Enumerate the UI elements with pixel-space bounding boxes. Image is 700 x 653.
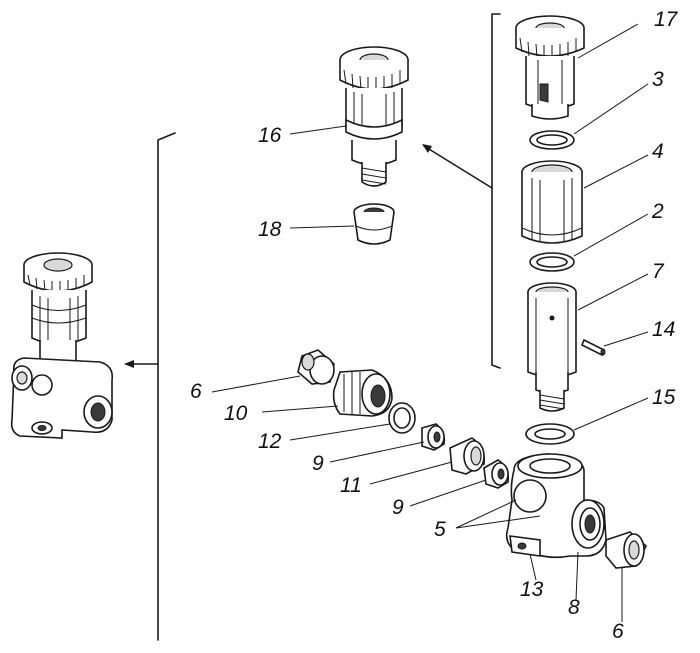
callout-8: 8 — [568, 596, 580, 619]
callout-14: 14 — [652, 318, 675, 341]
part-14-pin — [580, 338, 606, 357]
callout-13: 13 — [520, 578, 544, 601]
right-bracket — [422, 13, 501, 369]
part-6-cap-lower — [605, 531, 647, 569]
callout-6-lower: 6 — [612, 620, 624, 643]
part-12-gasket — [388, 402, 416, 434]
part-11-bushing — [449, 437, 486, 475]
part-15-washer — [525, 423, 575, 445]
part-16-knob-assembly — [339, 46, 409, 187]
part-9-fitting-lower — [483, 459, 510, 489]
callout-16: 16 — [258, 124, 282, 147]
part-6-cap-upper — [297, 349, 335, 385]
part-2-ring — [529, 252, 575, 272]
part-7-tube — [527, 282, 577, 412]
part-18-bushing — [353, 203, 395, 245]
callout-9-upper: 9 — [312, 452, 324, 475]
callout-6-upper: 6 — [190, 380, 202, 403]
callout-3: 3 — [652, 68, 664, 91]
callout-2: 2 — [651, 200, 664, 223]
part-9-fitting-upper — [421, 423, 446, 451]
assembled-unit — [10, 132, 176, 641]
callout-15: 15 — [652, 386, 676, 409]
part-10-nut — [332, 369, 393, 417]
callout-9-lower: 9 — [392, 496, 404, 519]
callout-10: 10 — [224, 402, 248, 425]
callout-4: 4 — [652, 140, 664, 163]
callout-17: 17 — [654, 8, 679, 31]
part-3-ring — [529, 130, 575, 150]
left-bracket-line — [157, 132, 176, 641]
leader-lines — [211, 23, 649, 622]
callout-18: 18 — [258, 218, 282, 241]
callout-12: 12 — [258, 430, 282, 453]
part-8-tee-body — [505, 453, 607, 559]
part-4-sleeve — [521, 160, 583, 244]
assembly-arrow-head — [124, 360, 134, 368]
callout-labels: 17 3 4 2 7 14 15 16 18 6 10 12 9 11 9 5 … — [190, 8, 679, 643]
part-17-knob — [515, 15, 585, 120]
callout-11: 11 — [340, 474, 362, 497]
callout-5: 5 — [434, 518, 446, 541]
callout-7: 7 — [652, 260, 665, 283]
